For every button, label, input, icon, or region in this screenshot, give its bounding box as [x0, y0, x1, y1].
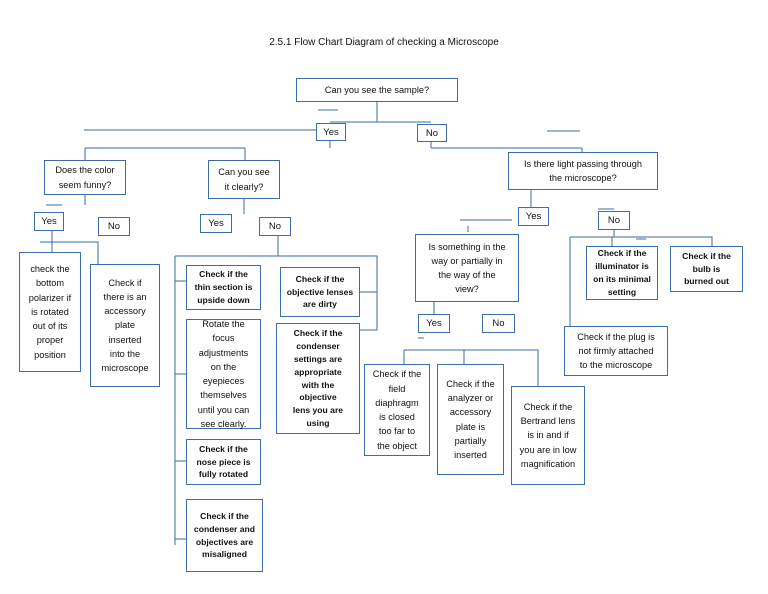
- no-label-clear: No: [259, 217, 291, 236]
- polarizer-check: check the bottom polarizer if is rotated…: [19, 252, 81, 372]
- bulb-check: Check if the bulb is burned out: [670, 246, 743, 292]
- clear-question: Can you see it clearly?: [208, 160, 280, 199]
- page-title: 2.5.1 Flow Chart Diagram of checking a M…: [269, 37, 499, 48]
- yes-label-color: Yes: [34, 212, 64, 231]
- yes-label-light: Yes: [518, 207, 549, 226]
- nose-piece-check: Check if the nose piece is fully rotated: [186, 439, 261, 485]
- bertrand-lens-check: Check if the Bertrand lens is in and if …: [511, 386, 585, 485]
- color-question: Does the color seem funny?: [44, 160, 126, 195]
- condenser-objectives-check: Check if the condenser and objectives ar…: [186, 499, 263, 572]
- no-label-light: No: [598, 211, 630, 230]
- root-question: Can you see the sample?: [296, 78, 458, 102]
- objective-dirty-check: Check if the objective lenses are dirty: [280, 267, 360, 317]
- no-label-root: No: [417, 124, 447, 142]
- no-label-in-way: No: [482, 314, 515, 333]
- accessory-plate-check: Check if there is an accessory plate ins…: [90, 264, 160, 387]
- yes-label-clear: Yes: [200, 214, 232, 233]
- field-diaphragm-check: Check if the field diaphragm is closed t…: [364, 364, 430, 456]
- yes-label-root: Yes: [316, 123, 346, 141]
- no-label-color: No: [98, 217, 130, 236]
- illuminator-check: Check if the illuminator is on its minim…: [586, 246, 658, 300]
- rotate-focus-step: Rotate the focus adjustments on the eyep…: [186, 319, 261, 429]
- thin-section-check: Check if the thin section is upside down: [186, 265, 261, 310]
- yes-label-in-way: Yes: [418, 314, 450, 333]
- light-question: Is there light passing through the micro…: [508, 152, 658, 190]
- condenser-settings-check: Check if the condenser settings are appr…: [276, 323, 360, 434]
- analyzer-plate-check: Check if the analyzer or accessory plate…: [437, 364, 504, 475]
- plug-check: Check if the plug is not firmly attached…: [564, 326, 668, 376]
- in-way-question: Is something in the way or partially in …: [415, 234, 519, 302]
